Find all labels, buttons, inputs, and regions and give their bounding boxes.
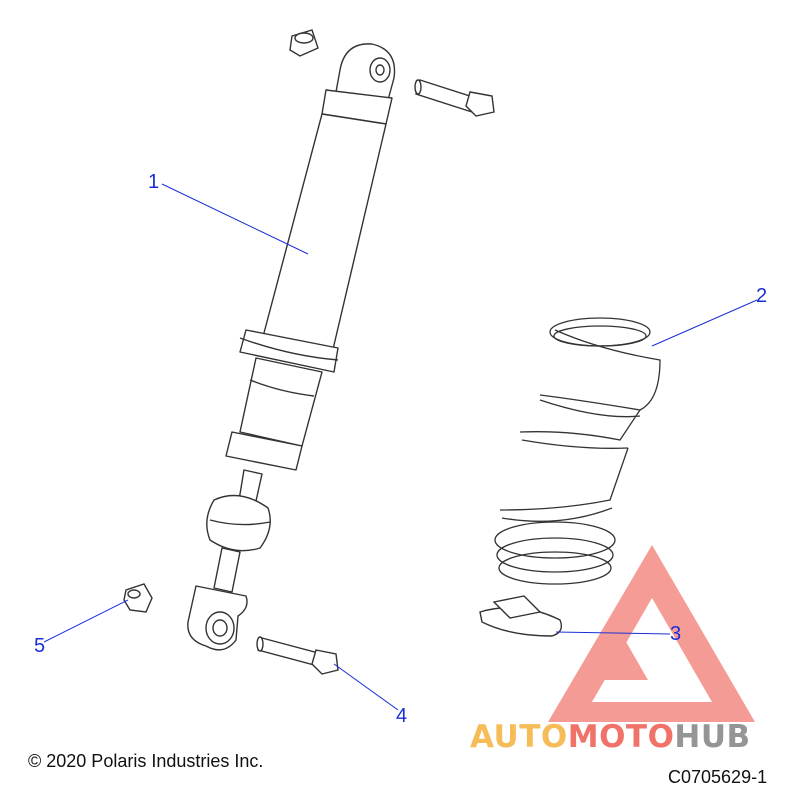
callout-5: 5	[34, 635, 46, 657]
callout-1: 1	[148, 171, 160, 193]
small-nut	[123, 583, 153, 613]
top-nut	[289, 29, 319, 57]
watermark-logo-icon	[548, 545, 755, 722]
watermark-part-moto: MOTO	[567, 719, 675, 755]
lower-bolt	[256, 636, 339, 675]
figure-code: C0705629-1	[668, 767, 768, 787]
watermark-part-hub: HUB	[674, 719, 751, 755]
callout-2: 2	[756, 285, 768, 307]
coil-spring	[494, 317, 661, 585]
watermark-part-auto: AUTO	[470, 719, 568, 755]
shock-absorber	[187, 43, 396, 651]
watermark-wordmark: AUTOMOTOHUB	[470, 722, 751, 753]
leader-lines	[43, 183, 758, 711]
copyright-text: © 2020 Polaris Industries Inc.	[28, 751, 264, 771]
callout-4: 4	[396, 705, 408, 727]
spring-seat	[479, 595, 563, 637]
top-bolt	[414, 79, 495, 117]
callout-3: 3	[670, 623, 682, 645]
